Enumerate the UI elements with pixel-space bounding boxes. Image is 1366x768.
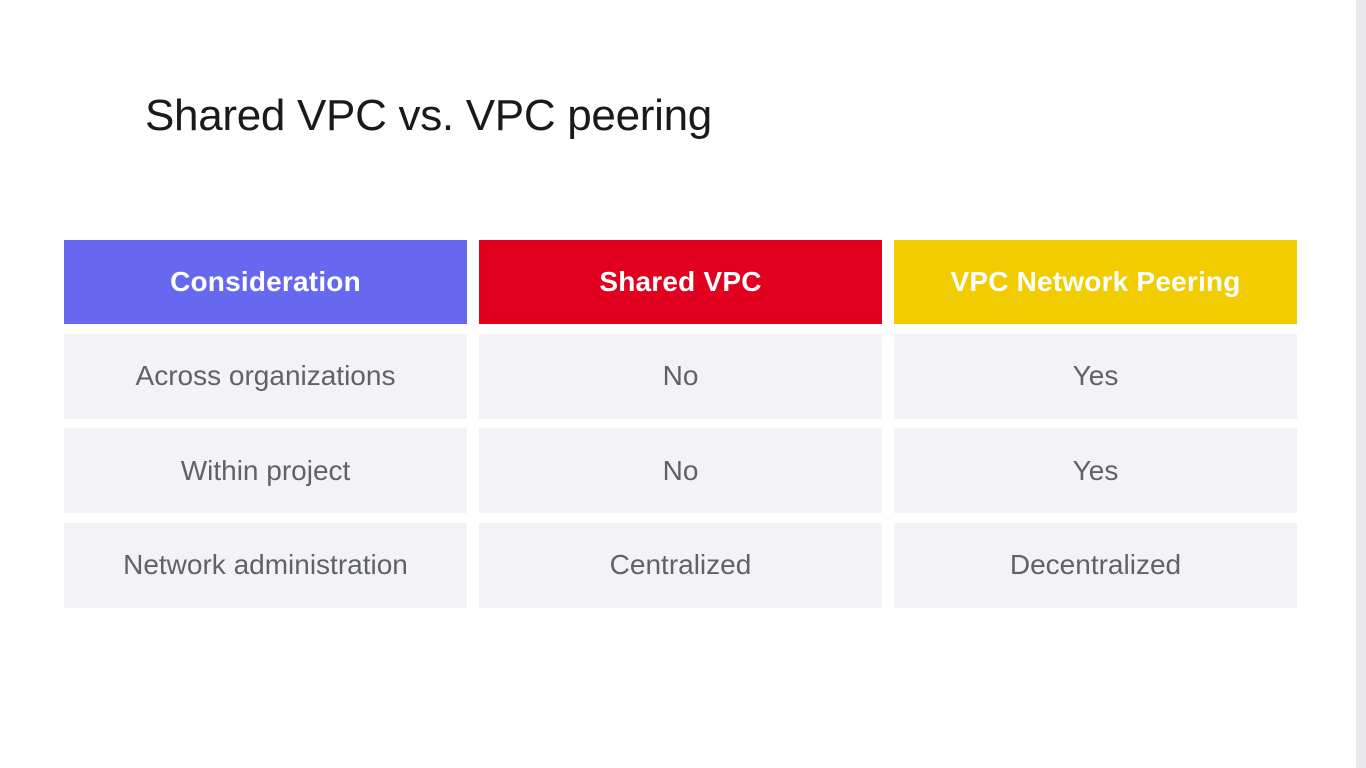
table-cell-consideration: Within project (64, 428, 467, 513)
header-shared-vpc: Shared VPC (479, 240, 882, 324)
comparison-table: Consideration Shared VPC VPC Network Pee… (64, 240, 1297, 608)
window-edge-strip (1356, 0, 1366, 768)
table-cell-consideration: Across organizations (64, 333, 467, 419)
table-cell-shared-vpc: No (479, 428, 882, 513)
table-cell-peering: Yes (894, 428, 1297, 513)
table-cell-shared-vpc: No (479, 333, 882, 419)
header-consideration: Consideration (64, 240, 467, 324)
table-cell-shared-vpc: Centralized (479, 522, 882, 608)
table-cell-peering: Yes (894, 333, 1297, 419)
table-cell-peering: Decentralized (894, 522, 1297, 608)
table-cell-consideration: Network administration (64, 522, 467, 608)
header-vpc-network-peering: VPC Network Peering (894, 240, 1297, 324)
slide-title: Shared VPC vs. VPC peering (145, 91, 712, 140)
